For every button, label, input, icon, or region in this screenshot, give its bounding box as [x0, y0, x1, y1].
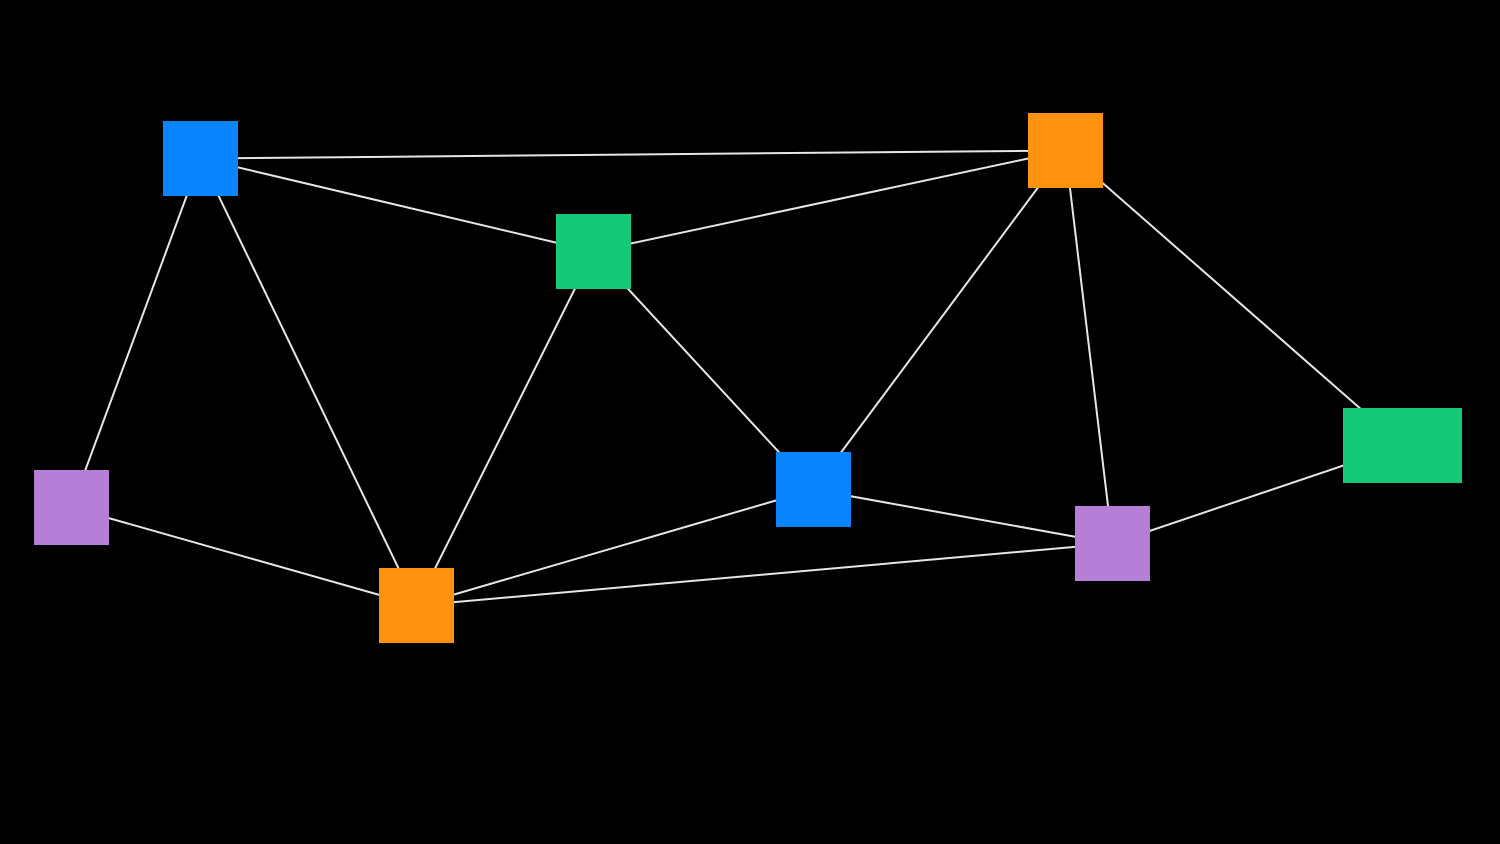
- edges: [70, 149, 1404, 607]
- node-n4-purple: [34, 470, 109, 545]
- node-n1-blue: [163, 121, 238, 196]
- edge-n4-n5: [71, 506, 417, 607]
- node-n8-green: [1343, 408, 1462, 483]
- node-n5-orange: [379, 568, 454, 643]
- node-n2-orange: [1028, 113, 1103, 188]
- nodes: [34, 113, 1462, 643]
- edge-n3-n2: [593, 149, 1066, 253]
- node-n3-green: [556, 214, 631, 289]
- edge-n3-n5: [415, 251, 595, 606]
- edge-n2-n7: [1064, 150, 1114, 544]
- node-n6-blue: [776, 452, 851, 527]
- edge-n1-n5: [199, 158, 418, 606]
- edge-n1-n2: [200, 149, 1066, 160]
- edge-n5-n6: [416, 488, 814, 607]
- edge-n3-n6: [592, 250, 815, 491]
- edge-n2-n6: [812, 149, 1067, 491]
- node-n7-purple: [1075, 506, 1150, 581]
- edge-n1-n3: [200, 157, 594, 253]
- edge-n2-n8: [1064, 149, 1404, 447]
- edge-n6-n7: [813, 488, 1113, 545]
- edge-n5-n7: [416, 542, 1113, 607]
- edge-n1-n4: [70, 158, 202, 508]
